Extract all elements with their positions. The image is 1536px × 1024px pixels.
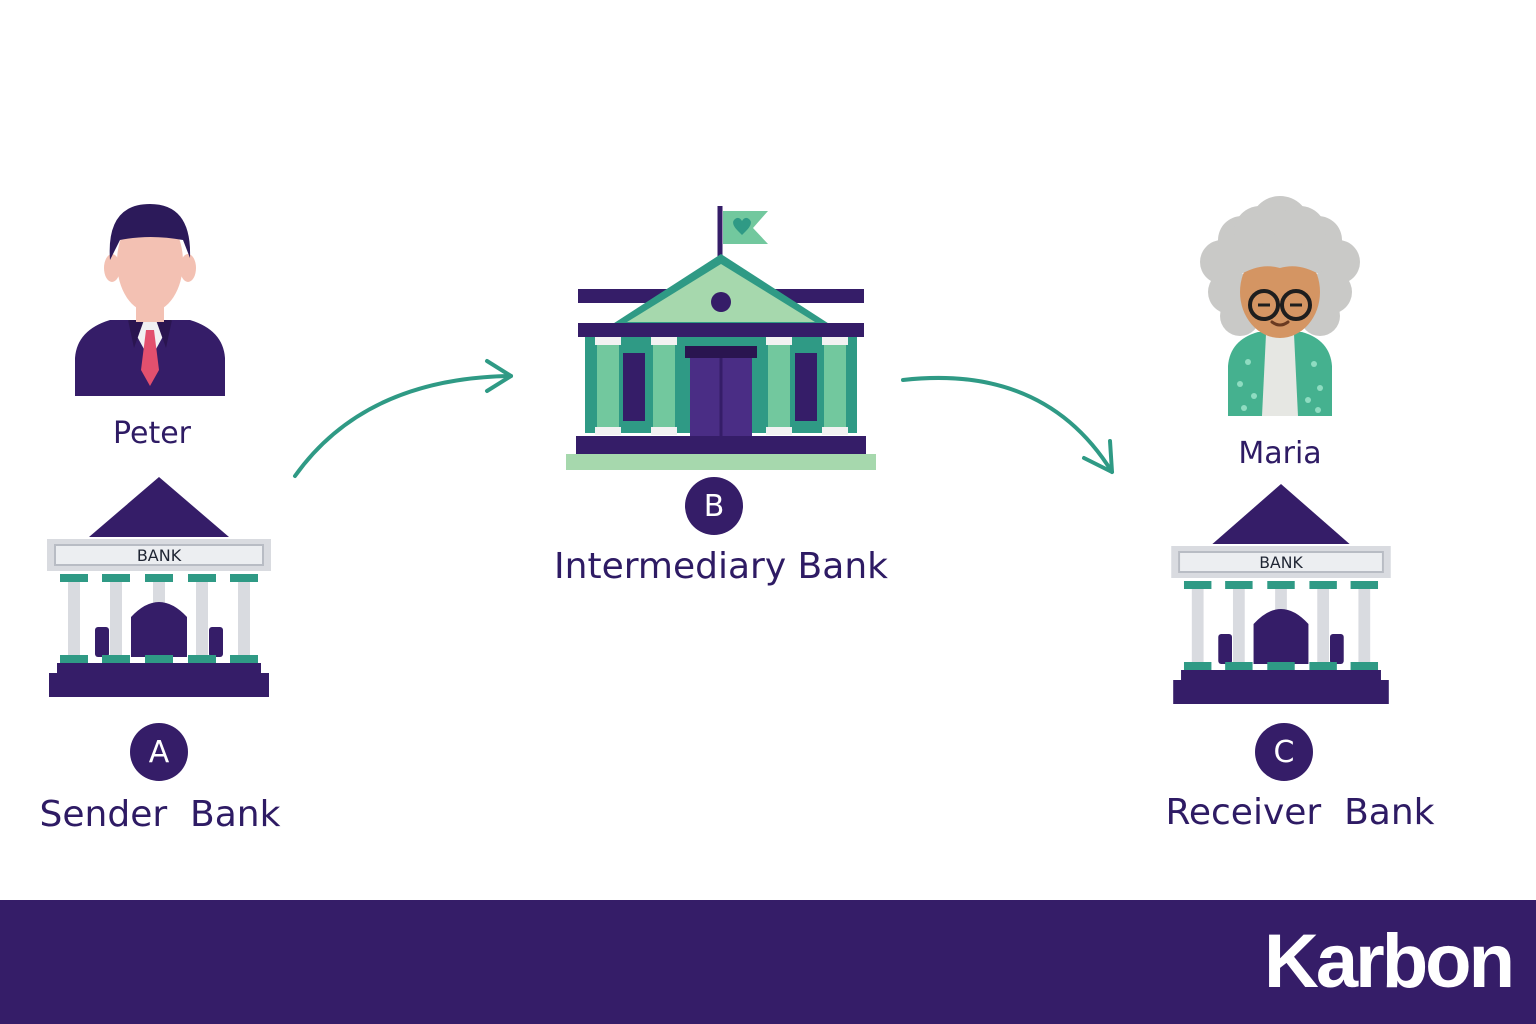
intermediary-bank-icon <box>566 206 876 470</box>
elderly-woman-avatar-icon <box>1200 196 1360 416</box>
sender-bank-label: Sender Bank <box>39 794 281 835</box>
bank-sign-text: BANK <box>1259 553 1303 572</box>
intermediary-bank-label: Intermediary Bank <box>554 546 888 587</box>
diagram-artwork: BANK BANK <box>46 196 1392 705</box>
node-badge-c: C <box>1255 723 1313 781</box>
receiver-bank-label: Receiver Bank <box>1165 792 1435 833</box>
node-badge-a: A <box>130 723 188 781</box>
curved-arrow-icon <box>901 375 1114 474</box>
bank-sign-text: BANK <box>137 546 182 565</box>
money-transfer-diagram: BANK BANK Peter A Sender Bank B Intermedi… <box>39 196 1435 835</box>
node-badge-b: B <box>685 477 743 535</box>
person-name-peter: Peter <box>112 416 192 451</box>
bank-building-icon: BANK <box>46 476 272 698</box>
karbon-logo: Karbon <box>1264 919 1515 1004</box>
footer-bar: Karbon <box>0 900 1536 1024</box>
person-name-maria: Maria <box>1238 436 1322 471</box>
bank-building-icon: BANK <box>1170 483 1392 705</box>
curved-arrow-icon <box>293 359 513 478</box>
businessman-avatar-icon <box>75 204 225 396</box>
